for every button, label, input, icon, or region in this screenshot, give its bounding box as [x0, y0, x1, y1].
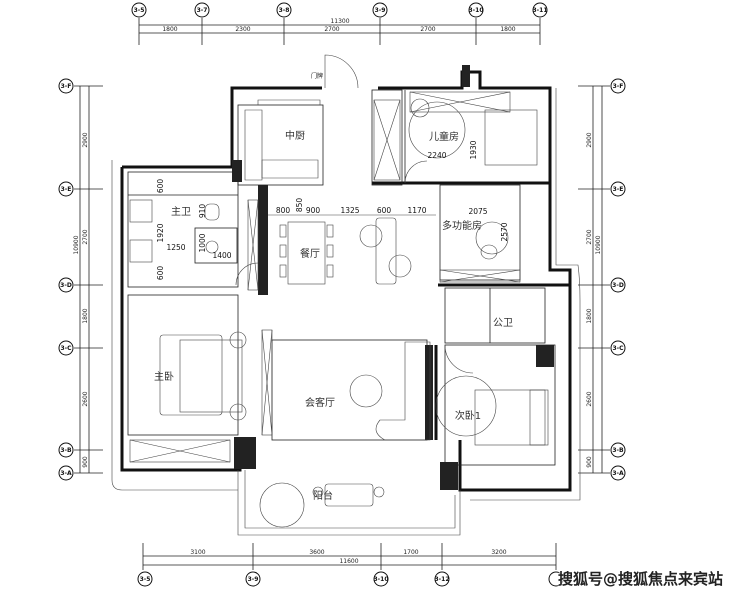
bottom-dim: 3600: [309, 549, 324, 556]
right-total-dim: 10900: [595, 235, 602, 254]
axis-label: 3-7: [197, 7, 208, 14]
left-dim: 2900: [82, 132, 89, 147]
axis-label: 3-11: [532, 7, 547, 14]
dim-text: 1400: [212, 251, 231, 260]
cabinets: [129, 91, 521, 463]
right-dimension-lines: [578, 85, 610, 474]
dim-text: 2075: [468, 207, 487, 216]
axis-label: 3-12: [434, 576, 449, 583]
top-dim: 2700: [324, 26, 339, 33]
room-label-dining: 餐厅: [300, 247, 320, 260]
axis-label: 3-F: [613, 83, 624, 90]
room-label-kitchen: 中厨: [285, 129, 305, 142]
bottom-dim: 3100: [190, 549, 205, 556]
axis-label: 3-8: [279, 7, 290, 14]
right-dim: 1800: [586, 308, 593, 323]
axis-label: 3-E: [613, 186, 624, 193]
dim-text: 1920: [156, 223, 165, 242]
axis-label: 3-C: [612, 345, 624, 352]
right-dim: 2600: [586, 391, 593, 406]
dim-text: 1930: [469, 140, 478, 159]
axis-label: 3-9: [375, 7, 386, 14]
right-axis-bubbles: [610, 78, 626, 481]
axis-label: 3-10: [373, 576, 388, 583]
left-dim: 1800: [82, 308, 89, 323]
watermark: 搜狐号@搜狐焦点来宾站: [558, 570, 724, 588]
bottom-total-dim: 11600: [339, 558, 358, 565]
dim-text: 910: [198, 204, 207, 219]
left-dim: 2700: [82, 229, 89, 244]
top-dim: 1800: [500, 26, 515, 33]
left-total-dim: 10900: [73, 235, 80, 254]
left-axis-bubbles: [58, 78, 74, 481]
right-dim: 2900: [586, 132, 593, 147]
bottom-dimension-lines: [142, 543, 557, 570]
left-dims: 2900 2700 1800 2600 900 10900: [73, 132, 89, 468]
top-total-dim: 11300: [330, 18, 349, 25]
dim-text: 600: [156, 266, 165, 281]
dim-text: 600: [377, 206, 392, 215]
right-dims: 2900 2700 1800 2600 900 10900: [586, 132, 602, 468]
axis-label: 3-B: [612, 447, 624, 454]
dim-text: 600: [156, 179, 165, 194]
top-dimension-lines: [138, 18, 541, 45]
door-plate-label: 门牌: [311, 72, 323, 80]
axis-label: 3-5: [134, 7, 145, 14]
room-label-balcony: 阳台: [313, 489, 333, 502]
top-axis-bubbles: [131, 2, 548, 18]
dim-text: 800: [276, 206, 291, 215]
interior-dims: 600 910 1920 1250 1000 1400 600 800 850 …: [156, 140, 509, 280]
room-label-second-bedroom: 次卧1: [455, 409, 481, 422]
axis-label: 3-10: [468, 7, 483, 14]
axis-label: 3-C: [60, 345, 72, 352]
top-dim: 2300: [235, 26, 250, 33]
dim-text: 2570: [500, 222, 509, 241]
dim-text: 850: [295, 198, 304, 213]
room-label-living-room: 会客厅: [305, 396, 335, 409]
room-label-master-bedroom: 主卧: [154, 370, 174, 383]
dim-text: 1250: [166, 243, 185, 252]
axis-label: 3-F: [61, 83, 72, 90]
bottom-dim: 1700: [403, 549, 418, 556]
room-label-public-bath: 公卫: [493, 318, 513, 329]
axis-label: 3-A: [612, 470, 624, 477]
top-dim: 1800: [162, 26, 177, 33]
axis-label: 3-D: [60, 282, 72, 289]
right-dim: 2700: [586, 229, 593, 244]
dim-text: 1325: [340, 206, 359, 215]
left-dim: 900: [82, 456, 89, 468]
outer-walls: [111, 65, 581, 536]
dim-text: 1000: [198, 233, 207, 252]
right-dim: 900: [586, 456, 593, 468]
room-label-master-bath: 主卫: [171, 206, 191, 218]
dim-text: 1170: [407, 206, 426, 215]
furniture: [129, 98, 549, 528]
room-label-multi-function-room: 多功能房: [442, 219, 482, 232]
dim-text: 2240: [427, 151, 446, 160]
left-dim: 2600: [82, 391, 89, 406]
dim-text: 900: [306, 206, 321, 215]
doors: [235, 54, 474, 374]
axis-label: 3-D: [612, 282, 624, 289]
axis-label: 3-E: [61, 186, 72, 193]
bottom-dim: 3200: [491, 549, 506, 556]
axis-label: 3-A: [60, 470, 72, 477]
axis-label: 3-5: [140, 576, 151, 583]
room-label-kids-room: 儿童房: [429, 130, 459, 143]
left-dimension-lines: [74, 85, 103, 474]
axis-label: 3-9: [248, 576, 259, 583]
axis-label: 3-B: [60, 447, 72, 454]
bottom-axis-bubbles: [137, 571, 564, 587]
top-dim: 2700: [420, 26, 435, 33]
